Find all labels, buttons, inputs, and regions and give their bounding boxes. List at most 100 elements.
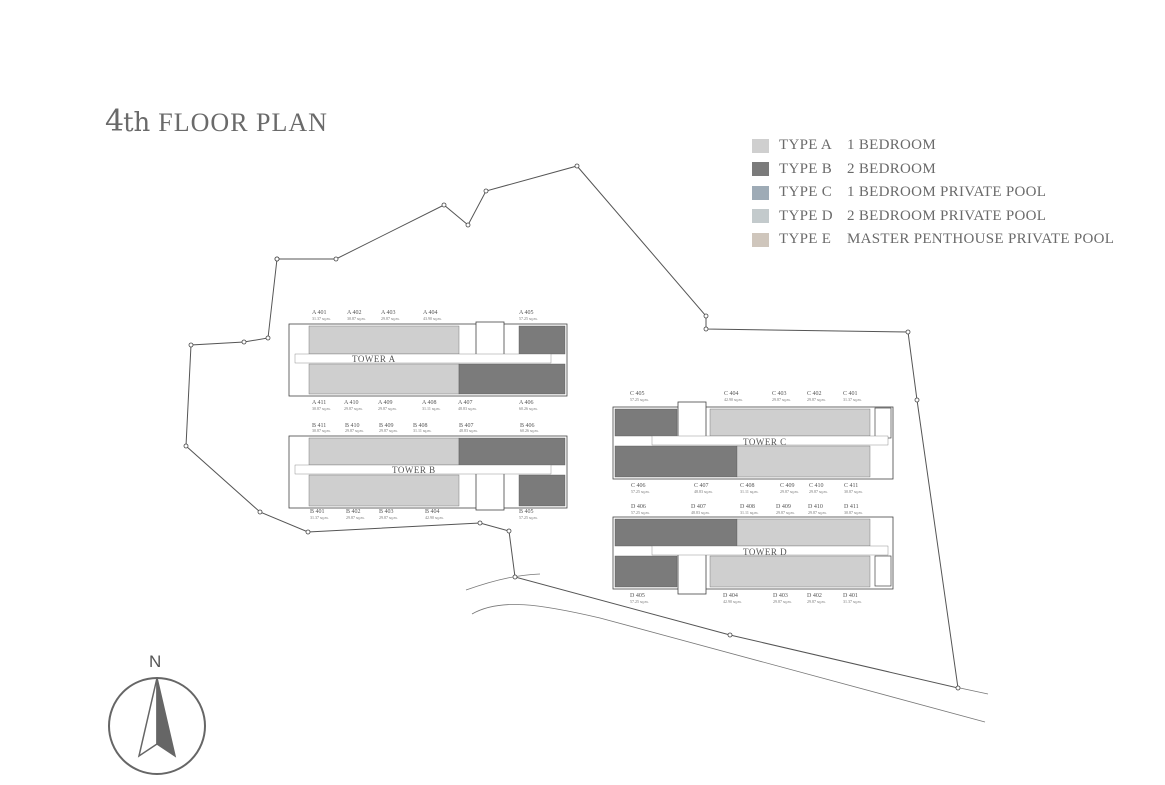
legend-item-type-c: TYPE C 1 BEDROOM PRIVATE POOL [752, 181, 1114, 205]
unit-id: A 408 [422, 400, 437, 406]
unit-id: B 405 [519, 509, 534, 515]
corridor [651, 545, 889, 556]
survey-point [512, 574, 518, 580]
road-edge [465, 573, 541, 591]
unit-id: A 405 [519, 310, 534, 316]
unit-id: C 410 [809, 483, 824, 489]
unit-area: 31.11 sq.m. [422, 406, 441, 411]
unit-area: 60.26 sq.m. [520, 428, 539, 433]
unit-id: C 406 [631, 483, 646, 489]
unit-block-type-b [458, 437, 566, 466]
road-edge [471, 604, 986, 723]
unit-area: 57.25 sq.m. [630, 599, 649, 604]
unit-area: 30.87 sq.m. [312, 406, 331, 411]
unit-block-type-a [308, 474, 460, 507]
unit-area: 31.11 sq.m. [740, 510, 759, 515]
stair-core [475, 321, 505, 359]
unit-block-type-a [709, 555, 871, 588]
road-edge [959, 687, 989, 695]
unit-id: B 402 [346, 509, 361, 515]
unit-id: A 404 [423, 310, 438, 316]
unit-id: B 410 [345, 423, 360, 429]
unit-area: 57.25 sq.m. [631, 489, 650, 494]
site-boundary [185, 165, 959, 689]
unit-area: 29.87 sq.m. [345, 428, 364, 433]
unit-id: D 408 [740, 504, 755, 510]
stair-core [677, 401, 707, 441]
tower-a-name: TOWER A [352, 354, 396, 364]
tower-c-block: TOWER C C 405 57.25 sq.m. C 404 42.90 sq… [612, 391, 894, 494]
survey-point [727, 632, 733, 638]
legend-swatch [752, 209, 769, 224]
survey-point [955, 685, 961, 691]
unit-area: 42.90 sq.m. [425, 515, 444, 520]
unit-area: 29.87 sq.m. [809, 489, 828, 494]
unit-block-type-b [614, 518, 738, 547]
legend-type: TYPE C [779, 184, 833, 201]
unit-id: C 402 [807, 391, 822, 397]
unit-area: 30.87 sq.m. [347, 316, 366, 321]
tower-b-block: TOWER B B 411 30.87 sq.m. B 410 29.87 sq… [288, 423, 568, 520]
unit-area: 57.25 sq.m. [519, 316, 538, 321]
unit-area: 29.87 sq.m. [807, 599, 826, 604]
survey-point [188, 342, 194, 348]
unit-id: C 407 [694, 483, 709, 489]
unit-area: 31.37 sq.m. [843, 397, 862, 402]
unit-block-type-b [614, 555, 678, 588]
legend-type: TYPE E [779, 231, 832, 248]
unit-id: D 405 [630, 593, 645, 599]
legend-type: TYPE D [779, 207, 833, 224]
legend-desc: 2 BEDROOM PRIVATE POOL [847, 207, 1047, 224]
unit-area: 29.87 sq.m. [344, 406, 363, 411]
unit-area: 42.90 sq.m. [723, 599, 742, 604]
unit-id: B 404 [425, 509, 440, 515]
unit-id: A 403 [381, 310, 396, 316]
compass-needle-right [156, 677, 177, 758]
corridor [294, 353, 552, 364]
legend-desc: MASTER PENTHOUSE PRIVATE POOL [847, 231, 1115, 248]
title-floor-suffix: th [123, 108, 151, 138]
legend-desc: 2 BEDROOM [847, 160, 936, 177]
legend-swatch [752, 185, 769, 200]
unit-id: D 404 [723, 593, 738, 599]
unit-block-type-a [709, 408, 871, 437]
unit-id: B 403 [379, 509, 394, 515]
unit-area: 29.87 sq.m. [808, 510, 827, 515]
compass-needle-left [137, 677, 158, 758]
unit-id: D 406 [631, 504, 646, 510]
unit-area: 30.87 sq.m. [312, 428, 331, 433]
unit-block-type-b [458, 363, 566, 395]
survey-point [905, 329, 911, 335]
unit-area: 29.87 sq.m. [807, 397, 826, 402]
unit-id: A 406 [519, 400, 534, 406]
survey-point [465, 222, 471, 228]
unit-area: 31.11 sq.m. [413, 428, 432, 433]
unit-block-type-a [308, 325, 460, 355]
unit-id: C 408 [740, 483, 755, 489]
stair-core [677, 551, 707, 595]
unit-id: D 409 [776, 504, 791, 510]
unit-area: 48.83 sq.m. [691, 510, 710, 515]
unit-id: B 408 [413, 423, 428, 429]
legend-desc: 1 BEDROOM PRIVATE POOL [847, 184, 1047, 201]
unit-id: A 411 [312, 400, 326, 406]
legend-desc: 1 BEDROOM [847, 137, 936, 154]
unit-area: 48.83 sq.m. [458, 406, 477, 411]
unit-area: 29.87 sq.m. [773, 599, 792, 604]
unit-area: 29.87 sq.m. [776, 510, 795, 515]
unit-id: C 403 [772, 391, 787, 397]
unit-area: 48.83 sq.m. [459, 428, 478, 433]
survey-point [703, 326, 709, 332]
tower-d-name: TOWER D [743, 547, 787, 557]
unit-area: 29.87 sq.m. [346, 515, 365, 520]
unit-id: C 409 [780, 483, 795, 489]
survey-point [574, 163, 580, 169]
unit-area: 30.87 sq.m. [844, 489, 863, 494]
unit-area: 31.11 sq.m. [740, 489, 759, 494]
tower-c-name: TOWER C [743, 437, 787, 447]
unit-id: B 401 [310, 509, 325, 515]
